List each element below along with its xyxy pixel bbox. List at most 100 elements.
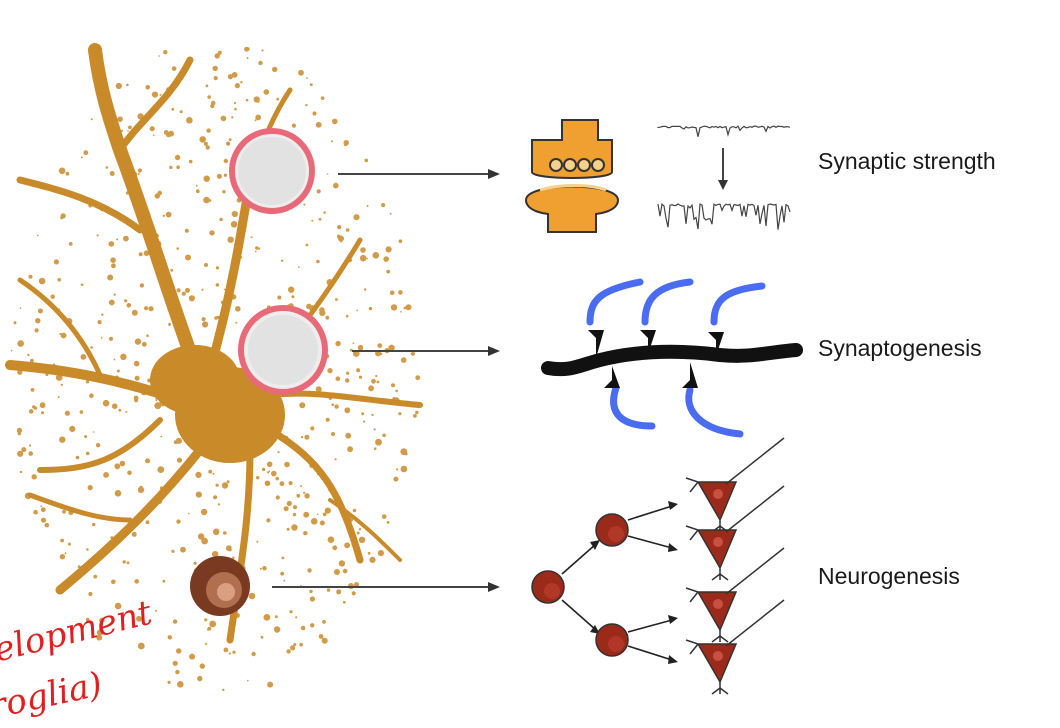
speckle bbox=[262, 566, 267, 571]
speckle bbox=[358, 375, 363, 379]
speckle bbox=[247, 679, 249, 682]
speckle bbox=[319, 520, 325, 526]
speckle bbox=[232, 556, 235, 560]
speckle bbox=[254, 119, 257, 122]
speckle bbox=[10, 349, 13, 352]
svg-text:roglia): roglia) bbox=[0, 664, 106, 727]
speckle bbox=[92, 522, 96, 527]
speckle bbox=[264, 480, 271, 487]
speckle bbox=[145, 520, 150, 525]
speckle bbox=[250, 236, 253, 239]
speckle bbox=[381, 203, 386, 208]
speckle bbox=[68, 242, 73, 246]
neuron-3 bbox=[685, 547, 785, 643]
speckle bbox=[19, 470, 23, 474]
speckle bbox=[245, 98, 249, 102]
speckle bbox=[325, 315, 330, 320]
speckle bbox=[213, 76, 218, 81]
speckle bbox=[59, 436, 66, 443]
speckle bbox=[44, 522, 50, 528]
speckle bbox=[195, 491, 202, 498]
speckle bbox=[361, 412, 365, 416]
speckle bbox=[217, 503, 221, 506]
speckle bbox=[338, 560, 346, 567]
speckle bbox=[281, 556, 285, 560]
speckle bbox=[291, 295, 295, 299]
speckle bbox=[295, 616, 298, 619]
speckle bbox=[342, 600, 346, 604]
speckle bbox=[233, 101, 237, 105]
speckle bbox=[377, 343, 383, 348]
speckle bbox=[141, 341, 147, 347]
speckle bbox=[334, 569, 340, 575]
speckle bbox=[16, 427, 23, 434]
speckle bbox=[204, 263, 208, 267]
neuron-lineage-icon bbox=[531, 437, 785, 695]
speckle bbox=[207, 628, 210, 631]
speckle bbox=[267, 471, 270, 474]
speckle bbox=[323, 211, 326, 214]
speckle bbox=[137, 486, 145, 493]
speckle bbox=[80, 156, 83, 159]
speckle bbox=[312, 111, 317, 116]
speckle bbox=[205, 642, 208, 646]
speckle bbox=[415, 410, 419, 415]
speckle bbox=[92, 431, 95, 433]
speckle bbox=[193, 561, 197, 565]
speckle bbox=[109, 171, 115, 176]
speckle bbox=[134, 338, 142, 345]
speckle bbox=[205, 145, 210, 150]
speckle bbox=[279, 481, 285, 487]
speckle bbox=[292, 505, 298, 510]
speckle bbox=[368, 385, 374, 392]
speckle bbox=[395, 389, 398, 393]
speckle bbox=[342, 568, 348, 574]
speckle bbox=[116, 369, 120, 373]
speckle bbox=[80, 283, 84, 287]
speckle bbox=[180, 546, 186, 553]
speckle bbox=[335, 340, 341, 347]
speckle bbox=[377, 550, 384, 557]
speckle bbox=[152, 134, 155, 137]
speckle bbox=[261, 467, 266, 472]
speckle bbox=[299, 402, 306, 409]
arrow-to-synaptic-strength bbox=[338, 169, 500, 179]
speckle bbox=[185, 287, 190, 293]
speckle bbox=[326, 588, 331, 592]
speckle bbox=[189, 653, 196, 660]
speckle bbox=[376, 380, 380, 384]
speckle bbox=[96, 234, 99, 237]
speckle bbox=[221, 482, 229, 489]
speckle bbox=[234, 83, 240, 89]
speckle bbox=[371, 413, 374, 417]
speckle bbox=[137, 173, 140, 175]
speckle bbox=[316, 259, 320, 264]
speckle bbox=[306, 77, 308, 79]
speckle bbox=[234, 107, 237, 111]
speckle bbox=[286, 527, 290, 531]
speckle bbox=[286, 649, 291, 654]
speckle bbox=[209, 230, 215, 236]
speckle bbox=[273, 626, 281, 633]
speckle bbox=[222, 190, 226, 194]
speckle bbox=[175, 669, 180, 675]
speckle bbox=[256, 540, 259, 543]
speckle bbox=[358, 528, 362, 531]
speckle bbox=[163, 50, 168, 55]
speckle bbox=[203, 196, 210, 204]
speckle bbox=[309, 83, 313, 87]
speckle bbox=[188, 512, 190, 515]
speckle bbox=[215, 266, 219, 270]
speckle bbox=[177, 681, 184, 688]
speckle bbox=[197, 675, 203, 682]
speckle bbox=[216, 315, 220, 320]
speckle bbox=[366, 257, 369, 260]
speckle bbox=[171, 549, 175, 553]
speckle bbox=[176, 288, 181, 293]
speckle bbox=[62, 509, 66, 514]
speckle bbox=[305, 243, 309, 247]
speckle bbox=[400, 357, 407, 363]
speckle bbox=[254, 250, 257, 253]
speckle bbox=[228, 547, 232, 552]
speckle bbox=[184, 228, 189, 233]
